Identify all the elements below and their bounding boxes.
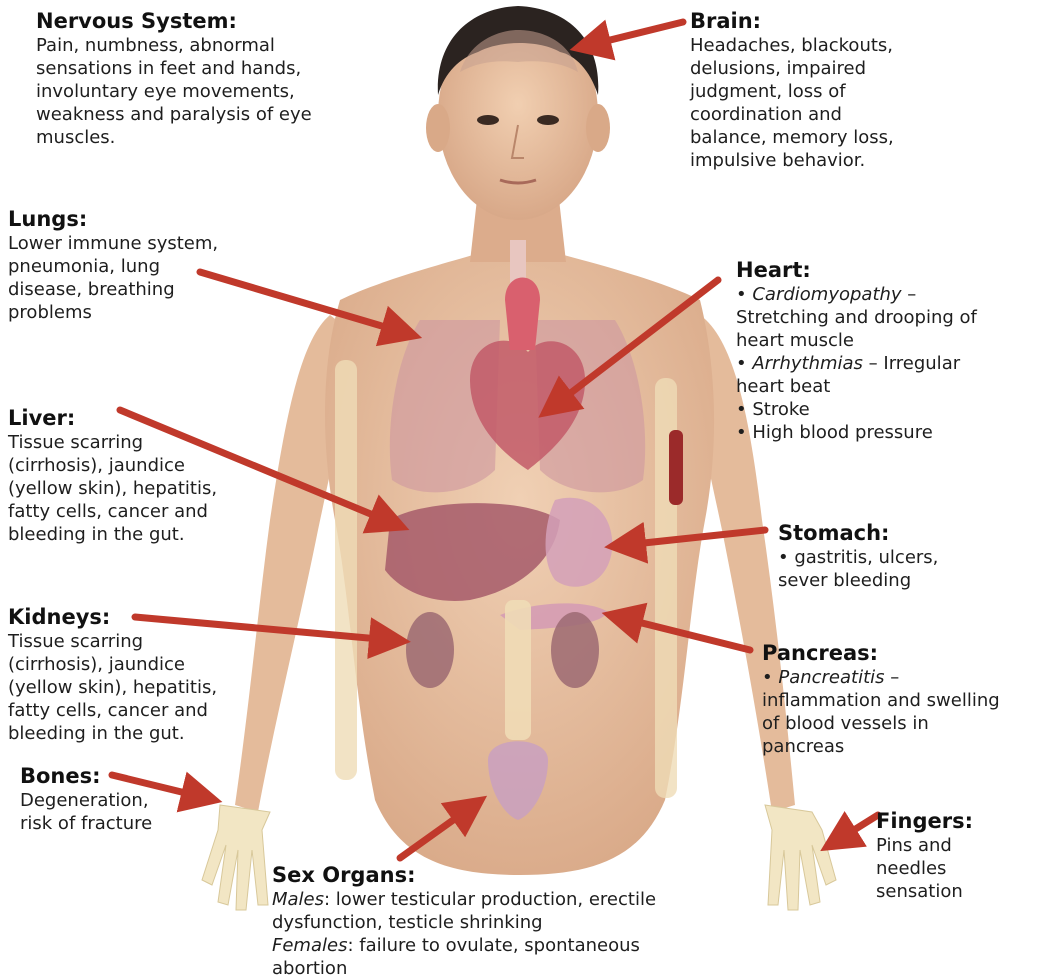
brain-line: Headaches, blackouts, [690,34,990,57]
bones-line: risk of fracture [20,812,200,835]
sex-organs-label: Sex Organs: Males: lower testicular prod… [272,862,692,980]
heart-term-cardiomyopathy: Cardiomyopathy [752,284,901,305]
nervous-line: muscles. [36,126,386,149]
nervous-system-title: Nervous System: [36,8,386,34]
heart-term-rest: – Irregular [863,353,960,374]
bullet: • [736,353,752,374]
aorta [505,278,540,351]
pancreas-line: • Pancreatitis – [762,666,1032,689]
fingers-line: sensation [876,880,1026,903]
brain-line: delusions, impaired [690,57,990,80]
lungs-line: disease, breathing [8,278,248,301]
bullet: • [762,667,778,688]
right-eye [537,115,559,125]
bones-title: Bones: [20,763,200,789]
heart-line: • Arrhythmias – Irregular [736,352,1036,375]
right-ear [586,104,610,152]
heart-title: Heart: [736,257,1036,283]
lungs-line: problems [8,301,248,324]
brain-line: balance, memory loss, [690,126,990,149]
heart-line: heart muscle [736,329,1036,352]
nervous-line: sensations in feet and hands, [36,57,386,80]
right-hand-bones [202,805,270,910]
brain-line: coordination and [690,103,990,126]
left-kidney [406,612,454,688]
sex-organs-title: Sex Organs: [272,862,692,888]
fingers-title: Fingers: [876,808,1026,834]
pancreas-term-pancreatitis: Pancreatitis [778,667,884,688]
liver-title: Liver: [8,405,268,431]
stomach-title: Stomach: [778,520,1018,546]
liver-label: Liver: Tissue scarring (cirrhosis), jaun… [8,405,268,546]
sex-line-males: Males: lower testicular production, erec… [272,888,692,911]
pancreas-label: Pancreas: • Pancreatitis – inflammation … [762,640,1032,758]
lungs-line: Lower immune system, [8,232,248,255]
bones-line: Degeneration, [20,789,200,812]
kidneys-label: Kidneys: Tissue scarring (cirrhosis), ja… [8,604,268,745]
pancreas-line: pancreas [762,735,1032,758]
nervous-line: weakness and paralysis of eye [36,103,386,126]
fingers-line: needles [876,857,1026,880]
liver-line: Tissue scarring [8,431,268,454]
liver-line: (cirrhosis), jaundice [8,454,268,477]
kidneys-line: fatty cells, cancer and [8,699,268,722]
artery-band [669,430,683,505]
males-rest: : lower testicular production, erectile [324,889,656,910]
heart-term-rest: – [902,284,917,305]
kidneys-line: (cirrhosis), jaundice [8,653,268,676]
pancreas-title: Pancreas: [762,640,1032,666]
heart-term-arrhythmias: Arrhythmias [752,353,863,374]
nervous-system-label: Nervous System: Pain, numbness, abnormal… [36,8,386,149]
fingers-arrow [838,815,878,840]
heart-line: Stretching and drooping of [736,306,1036,329]
liver-line: bleeding in the gut. [8,523,268,546]
nervous-line: involuntary eye movements, [36,80,386,103]
bones-label: Bones: Degeneration, risk of fracture [20,763,200,835]
brain-line: judgment, loss of [690,80,990,103]
kidneys-line: (yellow skin), hepatitis, [8,676,268,699]
pancreas-line: of blood vessels in [762,712,1032,735]
pancreas-term-rest: – [885,667,900,688]
right-kidney [551,612,599,688]
males-term: Males [272,889,324,910]
pancreas-line: inflammation and swelling [762,689,1032,712]
stomach-line: sever bleeding [778,569,1018,592]
fingers-label: Fingers: Pins and needles sensation [876,808,1026,903]
stomach-label: Stomach: • gastritis, ulcers, sever blee… [778,520,1018,592]
lungs-label: Lungs: Lower immune system, pneumonia, l… [8,206,248,324]
brain-arrow [590,22,683,45]
heart-label: Heart: • Cardiomyopathy – Stretching and… [736,257,1036,444]
fingers-line: Pins and [876,834,1026,857]
kidneys-line: bleeding in the gut. [8,722,268,745]
spine [505,600,531,740]
kidneys-title: Kidneys: [8,604,268,630]
left-ear [426,104,450,152]
lungs-line: pneumonia, lung [8,255,248,278]
brain-label: Brain: Headaches, blackouts, delusions, … [690,8,990,172]
left-eye [477,115,499,125]
females-term: Females [272,935,347,956]
heart-line: • Cardiomyopathy – [736,283,1036,306]
sex-line: dysfunction, testicle shrinking [272,911,692,934]
stomach-line: • gastritis, ulcers, [778,546,1018,569]
bullet: • [736,284,752,305]
nervous-line: Pain, numbness, abnormal [36,34,386,57]
right-forearm-bone [335,360,357,780]
heart-line: • High blood pressure [736,421,1036,444]
kidneys-line: Tissue scarring [8,630,268,653]
left-hand-bones [765,805,836,910]
heart-line: • Stroke [736,398,1036,421]
sex-line-females: Females: failure to ovulate, spontaneous… [272,934,692,980]
liver-line: fatty cells, cancer and [8,500,268,523]
lungs-title: Lungs: [8,206,248,232]
brain-title: Brain: [690,8,990,34]
brain-line: impulsive behavior. [690,149,990,172]
liver-line: (yellow skin), hepatitis, [8,477,268,500]
heart-line: heart beat [736,375,1036,398]
